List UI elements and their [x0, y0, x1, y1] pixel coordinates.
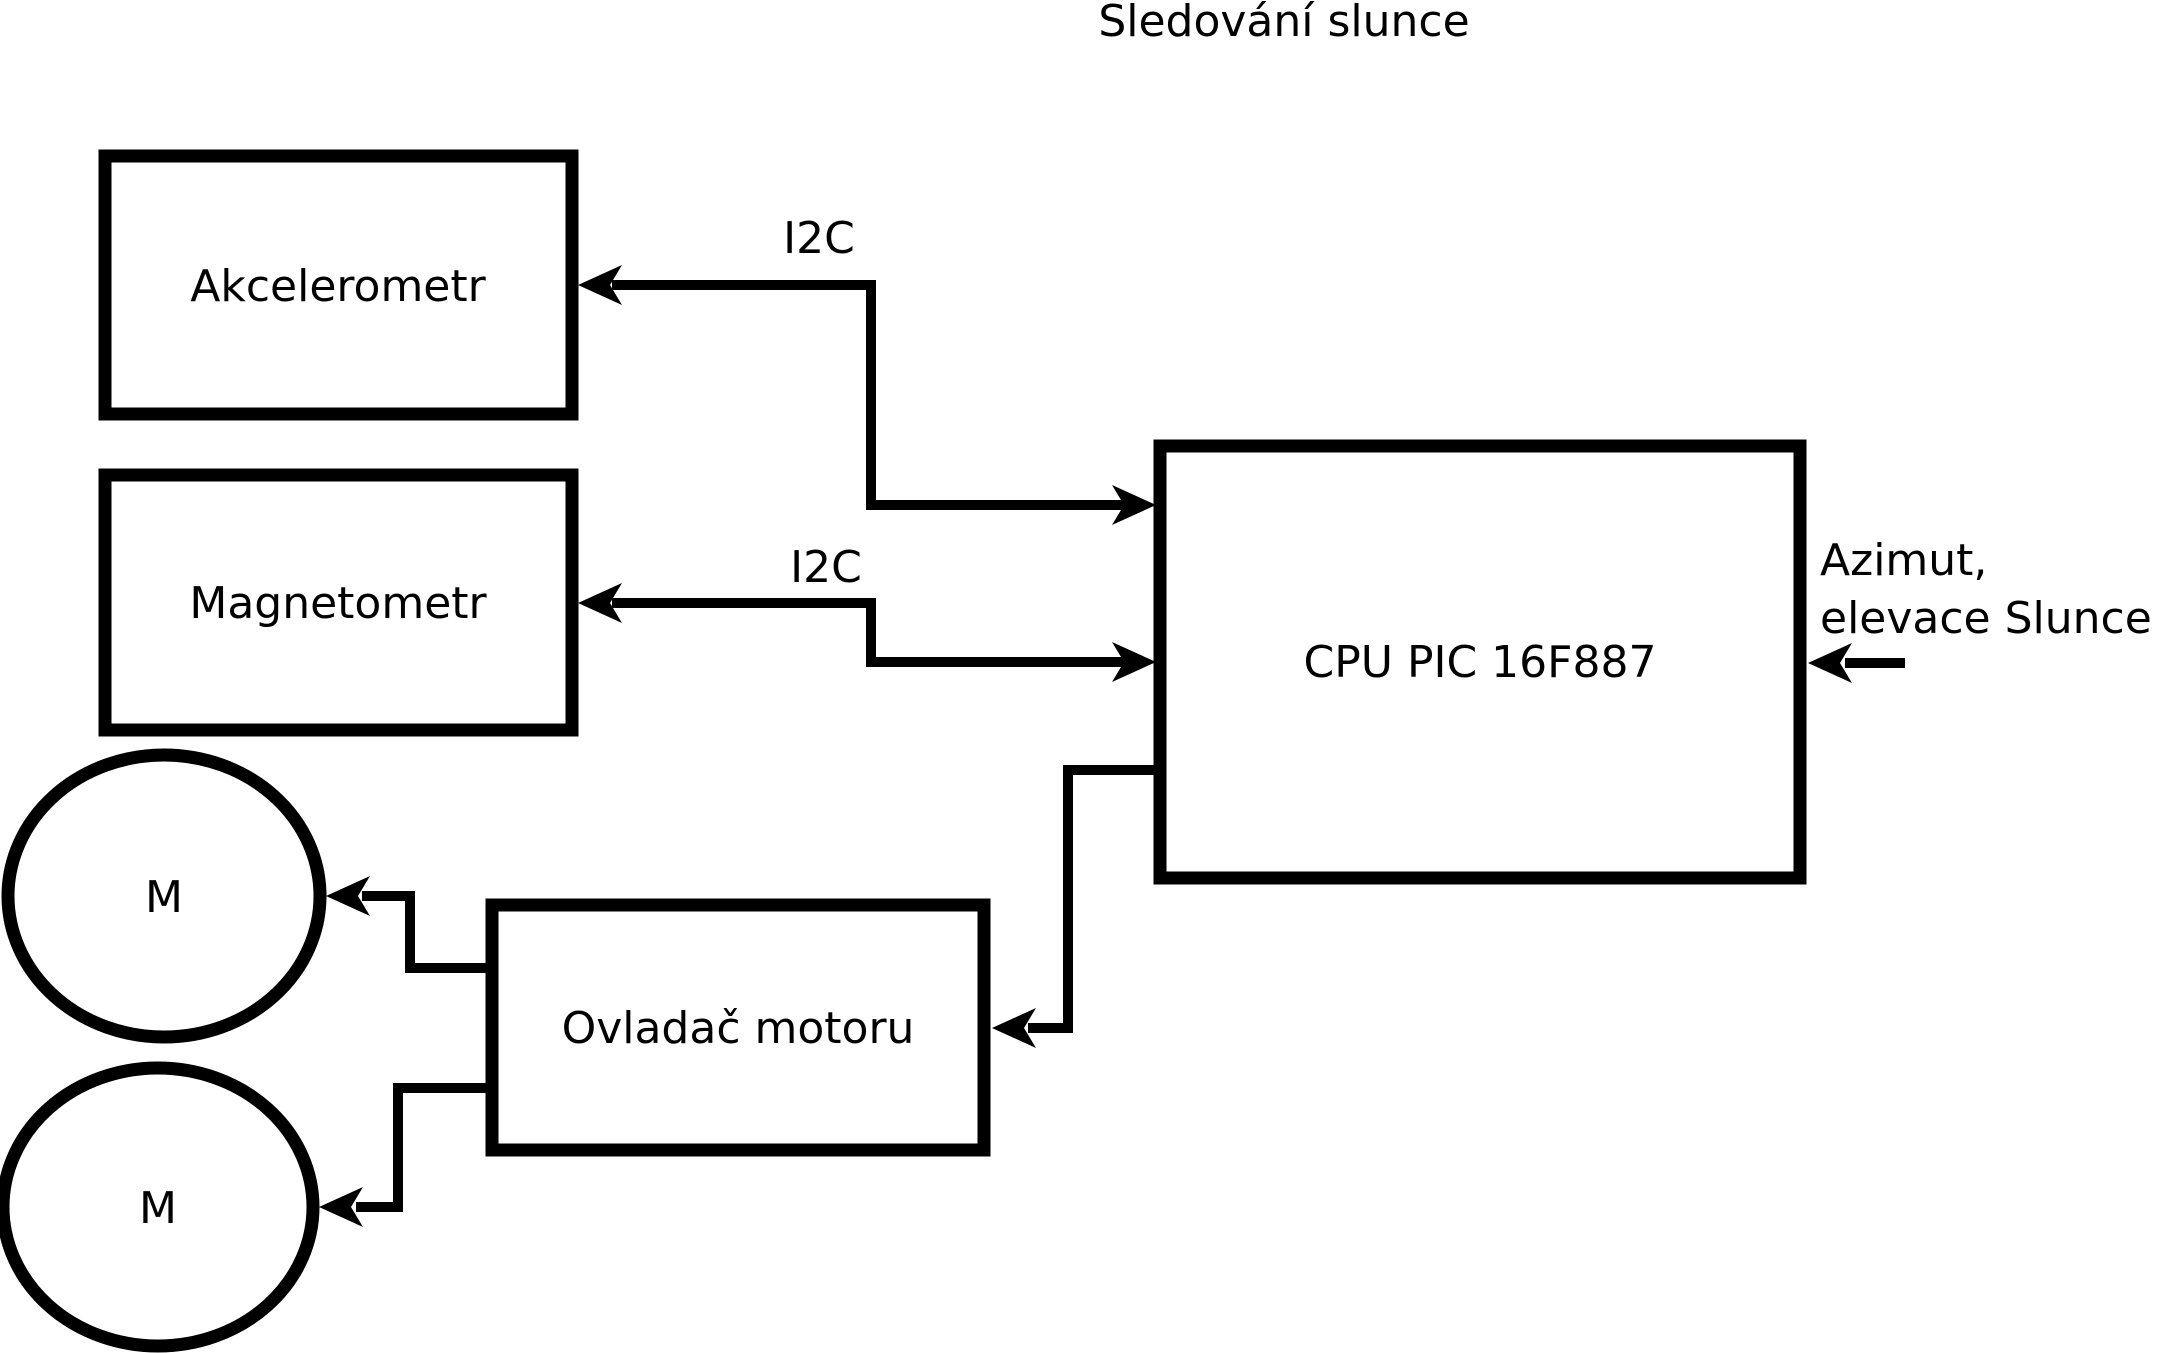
edge-i2c-akcelerometr-line [612, 280, 1128, 510]
edge-i2c-akcelerometr-arrowhead-left-icon [578, 265, 622, 305]
edge-i2c-magnetometr-arrowhead-left-icon [578, 583, 622, 623]
node-akcelerometr-box [98, 149, 579, 421]
edge-cpu-to-ovladac-line [1028, 765, 1160, 1033]
node-akcelerometr-label: Akcelerometr [190, 261, 486, 312]
edge-azimut-input-arrowhead-icon [1808, 643, 1852, 683]
edge-i2c-magnetometr-line [612, 598, 1128, 667]
node-motor2-circle [0, 1061, 320, 1353]
external-input-label-line1: Azimut, [1820, 535, 1987, 586]
node-magnetometr-label: Magnetometr [189, 578, 487, 629]
diagram-title: Sledování slunce [1098, 0, 1469, 47]
edge-i2c-magnetometr-arrowhead-right-icon [1112, 642, 1156, 682]
node-cpu-box [1153, 439, 1807, 885]
edge-cpu-to-ovladac-arrowhead-icon [992, 1008, 1036, 1048]
edge-ovladac-to-motor2-arrowhead-icon [319, 1187, 363, 1227]
edge-i2c-akcelerometr-label: I2C [783, 213, 855, 264]
node-magnetometr-box [98, 468, 579, 737]
edge-ovladac-to-motor1-line [362, 891, 492, 973]
node-ovladac-motoru-box [485, 898, 991, 1157]
edge-i2c-akcelerometr-arrowhead-right-icon [1112, 485, 1156, 525]
edge-ovladac-to-motor2-line [356, 1083, 492, 1212]
node-motor2-label: M [139, 1183, 177, 1234]
node-motor1-label: M [145, 872, 183, 923]
external-input-label-line2: elevace Slunce [1820, 593, 2152, 644]
edge-i2c-magnetometr-label: I2C [790, 542, 862, 593]
node-motor1-circle [1, 748, 327, 1044]
node-ovladac-motoru-label: Ovladač motoru [562, 1003, 915, 1054]
edge-ovladac-to-motor1-arrowhead-icon [326, 876, 370, 916]
node-cpu-label: CPU PIC 16F887 [1304, 637, 1657, 688]
